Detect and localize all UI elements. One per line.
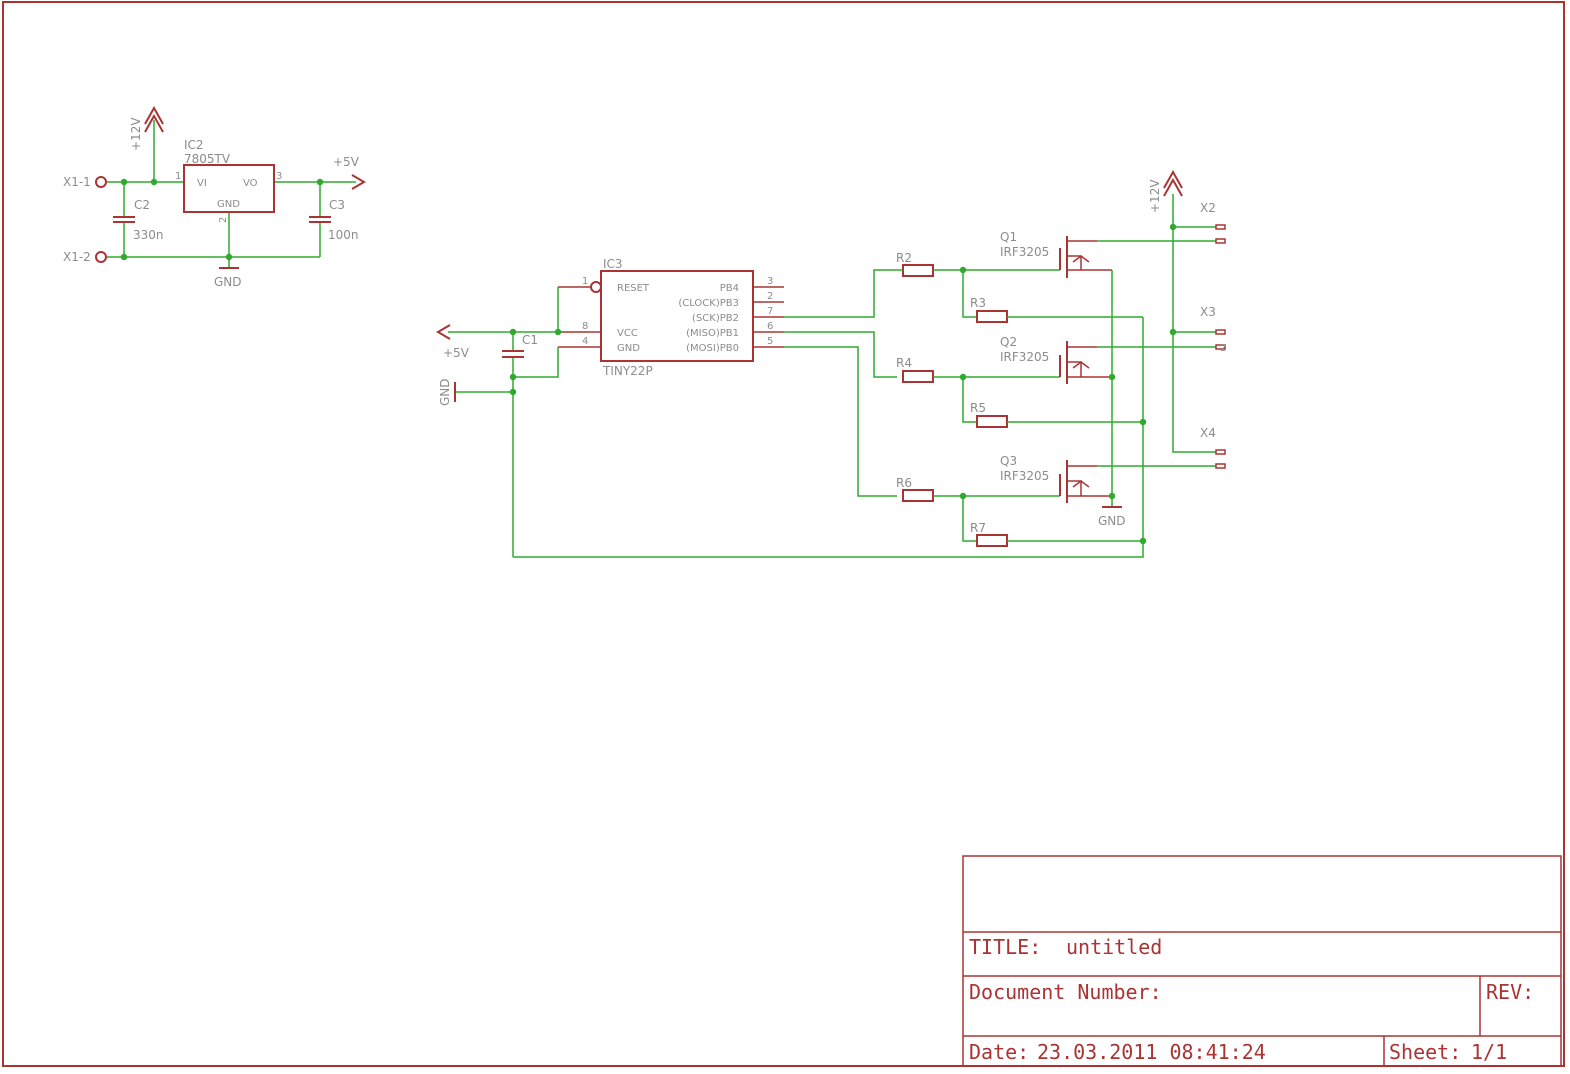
resistor-r4-label: R4 — [896, 356, 912, 370]
connector-x1-pin1-label: X1-1 — [63, 175, 91, 189]
connector-x3-pin-number: 2 — [1220, 343, 1226, 354]
driver-section: R2 R4 R6 R3 R5 R7 — [513, 169, 1226, 558]
connector-x3-icon — [1215, 329, 1226, 350]
driver-supply-12v-label: +12V — [1148, 179, 1162, 213]
supply-12v-arrow-icon — [144, 105, 164, 133]
resistor-r2-label: R2 — [896, 251, 912, 265]
regulator-gnd-label: GND — [214, 275, 242, 289]
resistor-r6-icon — [902, 489, 934, 502]
regulator-pin-3-number: 3 — [276, 171, 282, 182]
mcu-supply-5v-arrow-icon — [436, 324, 451, 340]
connector-x4-label: X4 — [1200, 426, 1216, 440]
connector-x3-label: X3 — [1200, 305, 1216, 319]
capacitor-c2-name: C2 — [134, 198, 150, 212]
resistor-r4-icon — [902, 370, 934, 383]
driver-gnd-label: GND — [1098, 514, 1126, 528]
mcu-pin-4-number: 4 — [582, 336, 588, 347]
mosfet-q3-icon — [1059, 460, 1112, 503]
resistor-r2-icon — [902, 264, 934, 277]
mosfet-q2-icon — [1059, 341, 1112, 384]
mcu-pin-pb3: (CLOCK)PB3 — [678, 298, 739, 309]
mcu-pin-pb0: (MOSI)PB0 — [686, 343, 739, 354]
document-number-label: Document Number: — [969, 980, 1162, 1004]
reset-inversion-bubble-icon — [590, 281, 602, 293]
date-label: Date: — [969, 1040, 1029, 1064]
revision-label: REV: — [1486, 980, 1534, 1004]
date-value: 23.03.2011 08:41:24 — [1037, 1040, 1266, 1064]
regulator-pin-1-number: 1 — [175, 171, 181, 182]
regulator-value: 7805TV — [184, 152, 231, 166]
regulator-pin-vo: VO — [243, 178, 258, 189]
mcu-pin-8-number: 8 — [582, 321, 588, 332]
mosfet-q3-value: IRF3205 — [1000, 469, 1049, 483]
capacitor-c3-name: C3 — [329, 198, 345, 212]
sheet-label: Sheet: — [1389, 1040, 1461, 1064]
mosfet-q2-name: Q2 — [1000, 335, 1017, 349]
connector-x2-label: X2 — [1200, 201, 1216, 215]
mcu-gnd-label: GND — [438, 378, 452, 406]
resistor-r7-icon — [976, 534, 1008, 547]
capacitor-c2-value: 330n — [133, 228, 164, 242]
title-label: TITLE: — [969, 935, 1041, 959]
mcu-pin-vcc: VCC — [617, 328, 638, 339]
supply-12v-label: +12V — [129, 117, 143, 151]
title-block: TITLE: untitled Document Number: REV: Da… — [962, 855, 1562, 1067]
mcu-pin-gnd: GND — [617, 343, 640, 354]
capacitor-c1-icon — [502, 350, 524, 358]
mcu-name: IC3 — [603, 257, 623, 271]
capacitor-c1-name: C1 — [522, 333, 538, 347]
supply-5v-label: +5V — [333, 155, 360, 169]
mosfet-q1-name: Q1 — [1000, 230, 1017, 244]
resistor-r3-label: R3 — [970, 296, 986, 310]
mcu-pin-reset: RESET — [617, 283, 650, 294]
capacitor-c2-icon — [113, 216, 135, 223]
regulator-body — [183, 164, 275, 213]
mcu-pin-7-number: 7 — [767, 306, 773, 317]
mcu-pin-3-number: 3 — [767, 276, 773, 287]
regulator-pin-gnd: GND — [217, 199, 240, 210]
mosfet-q3-name: Q3 — [1000, 454, 1017, 468]
mcu-pin-2-number: 2 — [767, 291, 773, 302]
regulator-pin-2-number: 2 — [218, 217, 229, 223]
resistor-r6-label: R6 — [896, 476, 912, 490]
connector-x2-icon — [1215, 224, 1226, 244]
mcu-section: IC3 TINY22P 1 8 4 RESET VCC GND 3 2 7 6 … — [436, 257, 784, 557]
mcu-pin-pb2: (SCK)PB2 — [692, 313, 739, 324]
title-value: untitled — [1066, 935, 1162, 959]
mcu-pin-pb4: PB4 — [720, 283, 739, 294]
mcu-body — [600, 270, 754, 362]
connector-x4-icon — [1215, 449, 1226, 469]
mcu-pin-pb1: (MISO)PB1 — [686, 328, 739, 339]
mosfet-q1-value: IRF3205 — [1000, 245, 1049, 259]
connector-x1-pin2-pad — [95, 251, 107, 263]
resistor-r5-icon — [976, 415, 1008, 428]
resistor-r3-icon — [976, 310, 1008, 323]
capacitor-c3-value: 100n — [328, 228, 359, 242]
mcu-pin-1-number: 1 — [582, 276, 588, 287]
resistor-r5-label: R5 — [970, 401, 986, 415]
mcu-pin-5-number: 5 — [767, 336, 773, 347]
supply-5v-arrow-icon — [351, 174, 366, 190]
connector-x1-pin1-pad — [95, 176, 107, 188]
mcu-pin-6-number: 6 — [767, 321, 773, 332]
regulator-pin-vi: VI — [197, 178, 207, 189]
mcu-supply-5v-label: +5V — [443, 346, 470, 360]
driver-supply-12v-arrow-icon — [1163, 169, 1183, 197]
mosfet-q2-value: IRF3205 — [1000, 350, 1049, 364]
regulator-section: X1-1 X1-2 +12V IC2 7805TV VI VO GND 1 3 … — [63, 105, 366, 289]
regulator-name: IC2 — [184, 138, 204, 152]
connector-x1-pin2-label: X1-2 — [63, 250, 91, 264]
sheet-value: 1/1 — [1471, 1040, 1507, 1064]
mosfet-q1-icon — [1059, 236, 1112, 278]
mcu-value: TINY22P — [602, 364, 653, 378]
resistor-r7-label: R7 — [970, 521, 986, 535]
capacitor-c3-icon — [309, 216, 331, 223]
